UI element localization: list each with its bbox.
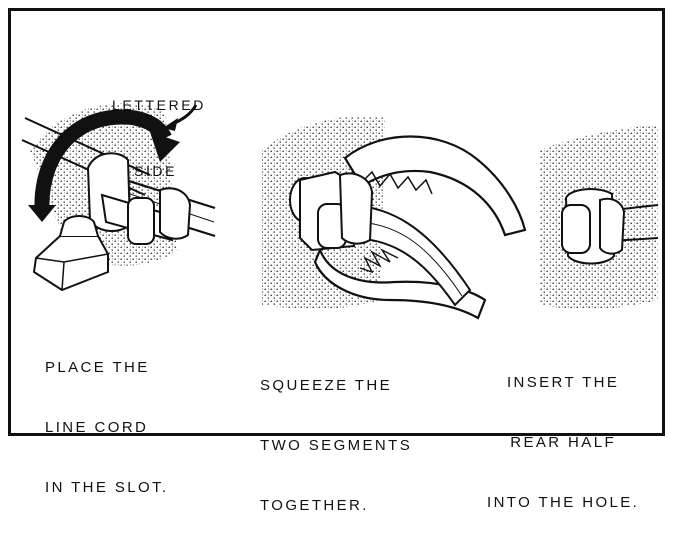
lettered-side-line-1: LETTERED: [112, 94, 206, 116]
step-1-line-1: PLACE THE: [45, 358, 169, 378]
step-3-caption: INSERT THE REAR HALF INTO THE HOLE.: [487, 333, 639, 533]
step-3-line-3: INTO THE HOLE.: [487, 493, 639, 513]
step-2-line-2: TWO SEGMENTS: [260, 436, 412, 456]
step-3-line-2: REAR HALF: [487, 433, 639, 453]
step-1-caption: PLACE THE LINE CORD IN THE SLOT.: [45, 318, 169, 518]
step-2-line-1: SQUEEZE THE: [260, 376, 412, 396]
panel-3-insert-illustration: [540, 125, 658, 309]
lettered-side-label: LETTERED SIDE: [112, 50, 206, 204]
step-1-line-3: IN THE SLOT.: [45, 478, 169, 498]
step-1-line-2: LINE CORD: [45, 418, 169, 438]
lettered-side-line-2: SIDE: [112, 160, 206, 182]
panel-2-squeeze-illustration: [262, 116, 525, 318]
step-2-line-3: TOGETHER.: [260, 496, 412, 516]
step-3-line-1: INSERT THE: [487, 373, 639, 393]
step-2-caption: SQUEEZE THE TWO SEGMENTS TOGETHER.: [260, 336, 412, 536]
